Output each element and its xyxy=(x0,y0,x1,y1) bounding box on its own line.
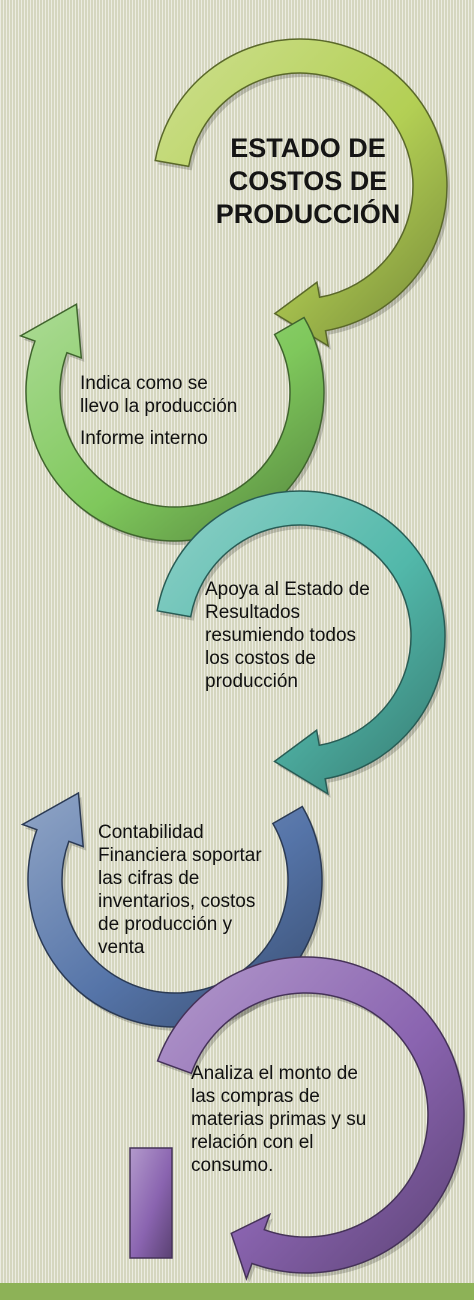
step-4-text: Analiza el monto de las compras de mater… xyxy=(191,1062,423,1177)
step-1-text: Indica como se llevo la producción Infor… xyxy=(80,372,310,459)
step-4-line-1: Analiza el monto de xyxy=(191,1063,358,1084)
step-3-text: Contabilidad Financiera soportar las cif… xyxy=(98,821,310,959)
step-2-line-1: Apoya al Estado de xyxy=(205,579,370,600)
step-2-line-4: los costos de xyxy=(205,648,316,669)
step-4-line-5: consumo. xyxy=(191,1155,274,1176)
step-4-line-3: materias primas y su xyxy=(191,1109,367,1130)
ring-1-arrow xyxy=(154,38,448,348)
step-2-line-5: producción xyxy=(205,671,298,692)
step-3-line-4: inventarios, costos xyxy=(98,891,256,912)
ring-3-arrow xyxy=(156,490,446,796)
step-3-line-3: las cifras de xyxy=(98,868,200,889)
step-3-line-1: Contabilidad xyxy=(98,822,204,843)
step-1-extra: Informe interno xyxy=(80,428,208,449)
step-3-line-2: Financiera soportar xyxy=(98,845,262,866)
diagram-title: ESTADO DE COSTOS DE PRODUCCIÓN xyxy=(196,132,420,231)
title-line-2: COSTOS DE xyxy=(228,166,388,196)
ring-5-tail xyxy=(129,1147,173,1259)
step-2-line-3: resumiendo todos xyxy=(205,625,357,646)
step-1-line-1: Indica como se xyxy=(80,373,208,394)
step-4-line-2: las compras de xyxy=(191,1086,320,1107)
step-3-line-5: de producción y xyxy=(98,914,233,935)
step-1-line-2: llevo la producción xyxy=(80,396,238,417)
step-4-line-4: relación con el xyxy=(191,1132,314,1153)
bottom-accent-bar xyxy=(0,1283,474,1300)
ring-5-arrow xyxy=(156,956,465,1281)
step-2-text: Apoya al Estado de Resultados resumiendo… xyxy=(205,578,421,693)
step-3-line-6: venta xyxy=(98,937,145,958)
step-2-line-2: Resultados xyxy=(205,602,301,623)
title-line-3: PRODUCCIÓN xyxy=(215,199,401,229)
title-line-1: ESTADO DE xyxy=(230,133,386,163)
